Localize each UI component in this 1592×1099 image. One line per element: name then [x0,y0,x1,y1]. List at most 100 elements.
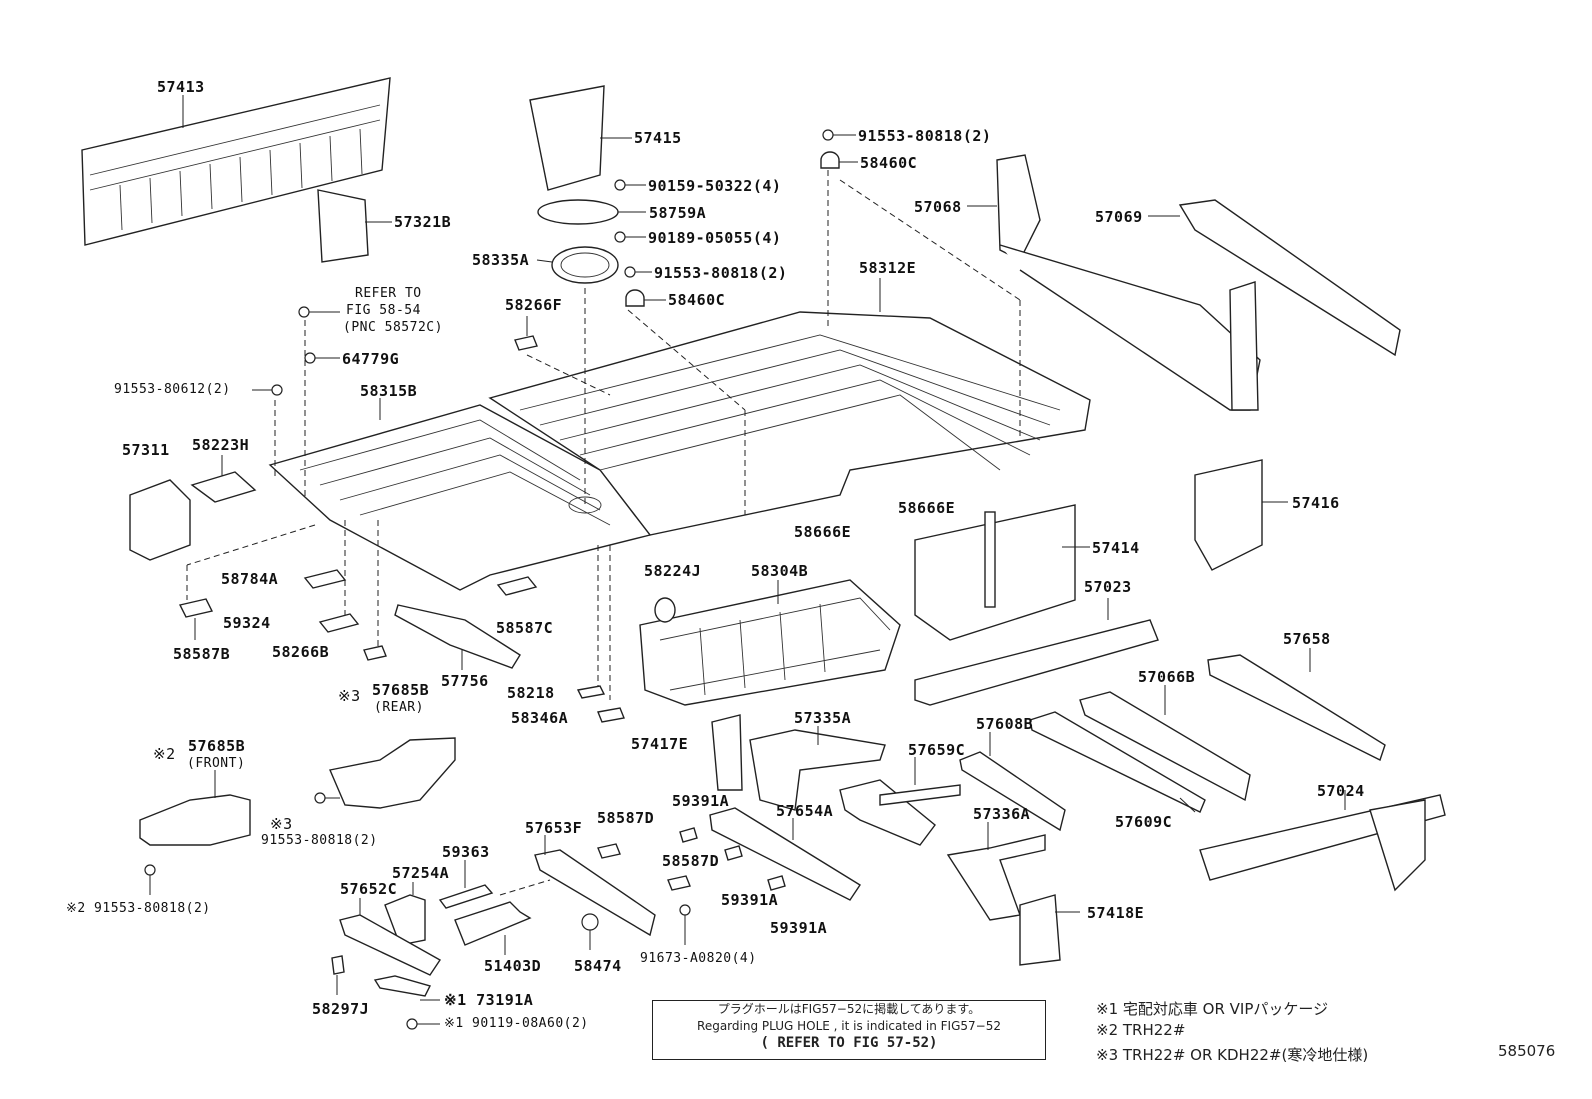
label-59363[interactable]: 59363 [442,843,490,861]
label-58460C-top[interactable]: 58460C [860,154,918,172]
label-57415[interactable]: 57415 [634,129,682,147]
part-57654A-drawing [709,807,861,901]
part-57068-drawing [996,154,1041,261]
label-58587C[interactable]: 58587C [496,619,554,637]
label-57685B-front[interactable]: 57685B [188,737,246,755]
label-57659C[interactable]: 57659C [908,741,966,759]
part-73191A-drawing [373,975,432,997]
label-57311[interactable]: 57311 [122,441,170,459]
label-58587D-b[interactable]: 58587D [662,852,720,870]
label-64779G[interactable]: 64779G [342,350,400,368]
label-57653F[interactable]: 57653F [525,819,583,837]
part-57418E-drawing [1019,894,1061,966]
label-91553-80818-mid[interactable]: 91553-80818(2) [654,264,788,282]
label-57414[interactable]: 57414 [1092,539,1140,557]
part-57685B-front-drawing [139,794,251,846]
part-58335A-drawing [551,246,619,284]
label-58218[interactable]: 58218 [507,684,555,702]
label-57321B[interactable]: 57321B [394,213,452,231]
part-57336A-drawing [946,834,1046,921]
label-57066B[interactable]: 57066B [1138,668,1196,686]
label-58666E-b[interactable]: 58666E [794,523,852,541]
label-58315B[interactable]: 58315B [360,382,418,400]
label-57068[interactable]: 57068 [914,198,962,216]
label-58346A[interactable]: 58346A [511,709,569,727]
label-59324[interactable]: 59324 [223,614,271,632]
label-58266F[interactable]: 58266F [505,296,563,314]
label-58224J[interactable]: 58224J [644,562,702,580]
part-51403D-drawing [454,901,532,946]
label-57254A[interactable]: 57254A [392,864,450,882]
label-91553-80612[interactable]: 91553-80612(2) [114,382,231,397]
part-58587B-drawing [178,598,214,618]
part-58784A-drawing [303,569,347,589]
label-58335A[interactable]: 58335A [472,251,530,269]
label-58297J[interactable]: 58297J [312,1000,370,1018]
part-57652C-drawing [339,914,442,976]
part-57658-drawing [1207,654,1386,761]
label-rear: (REAR) [374,700,424,715]
part-59324-drawing [318,613,360,633]
label-91673-A0820[interactable]: 91673-A0820(4) [640,951,757,966]
label-58666E-a[interactable]: 58666E [898,499,956,517]
label-58460C-mid[interactable]: 58460C [668,291,726,309]
label-51403D[interactable]: 51403D [484,957,542,975]
label-57023[interactable]: 57023 [1084,578,1132,596]
label-57069[interactable]: 57069 [1095,208,1143,226]
label-57024[interactable]: 57024 [1317,782,1365,800]
part-58304B-drawing [639,579,901,706]
label-91553-80818-x3[interactable]: 91553-80818(2) [261,833,378,848]
label-57654A[interactable]: 57654A [776,802,834,820]
label-57336A[interactable]: 57336A [973,805,1031,823]
label-57413[interactable]: 57413 [157,78,205,96]
label-90159-50322[interactable]: 90159-50322(4) [648,177,782,195]
label-58784A[interactable]: 58784A [221,570,279,588]
part-58223H-drawing [190,471,257,503]
part-58474-drawing [581,913,599,931]
note-mark-x3-rear: ※3 [338,687,361,705]
part-57413-drawing [81,77,391,246]
label-57658[interactable]: 57658 [1283,630,1331,648]
part-57335A-drawing [749,729,886,811]
label-90119-08A60[interactable]: ※1 90119-08A60(2) [444,1016,589,1031]
part-57069-drawing [1178,199,1401,357]
label-57418E[interactable]: 57418E [1087,904,1145,922]
label-57685B-rear[interactable]: 57685B [372,681,430,699]
part-57653F-drawing [534,849,656,937]
label-58266B[interactable]: 58266B [272,643,330,661]
label-58304B[interactable]: 58304B [751,562,809,580]
label-91553-80818-x2[interactable]: ※2 91553-80818(2) [66,901,211,916]
label-58759A[interactable]: 58759A [649,204,707,222]
label-57756[interactable]: 57756 [441,672,489,690]
note-line-en: Regarding PLUG HOLE , it is indicated in… [697,1019,1001,1033]
refer-line-1: REFER TO [355,286,422,301]
part-58759A-drawing [537,199,619,225]
label-59391A-a[interactable]: 59391A [672,792,730,810]
part-57023-drawing [914,619,1159,706]
label-91553-80818-top[interactable]: 91553-80818(2) [858,127,992,145]
part-58315B-drawing [268,404,652,591]
part-58587D-b-drawing [667,875,691,891]
part-59391A-a-drawing [679,827,698,843]
label-57652C[interactable]: 57652C [340,880,398,898]
label-58587D-a[interactable]: 58587D [597,809,655,827]
legend-note-1: ※1 宅配対応車 OR VIPパッケージ [1096,1000,1329,1018]
note-refer-link[interactable]: ( REFER TO FIG 57-52) [760,1035,938,1051]
label-57609C[interactable]: 57609C [1115,813,1173,831]
label-57608B[interactable]: 57608B [976,715,1034,733]
label-57417E[interactable]: 57417E [631,735,689,753]
label-58474[interactable]: 58474 [574,957,622,975]
label-57335A[interactable]: 57335A [794,709,852,727]
label-73191A[interactable]: ※1 73191A [444,991,534,1009]
part-57416-drawing [1194,459,1263,571]
label-90189-05055[interactable]: 90189-05055(4) [648,229,782,247]
label-59391A-c[interactable]: 59391A [770,919,828,937]
label-58587B[interactable]: 58587B [173,645,231,663]
part-57417E-drawing [711,714,743,791]
label-59391A-b[interactable]: 59391A [721,891,779,909]
label-58312E[interactable]: 58312E [859,259,917,277]
part-57659C-drawing [839,779,936,846]
label-58223H[interactable]: 58223H [192,436,250,454]
label-57416[interactable]: 57416 [1292,494,1340,512]
